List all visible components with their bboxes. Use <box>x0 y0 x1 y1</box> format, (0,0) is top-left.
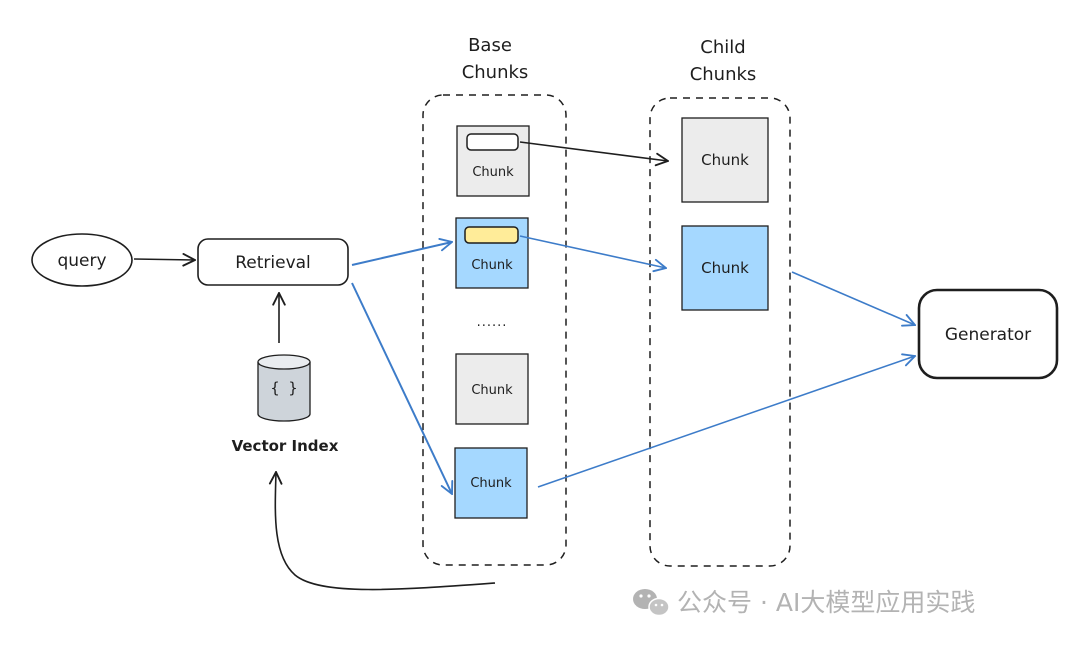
generator-label: Generator <box>945 325 1031 345</box>
chunks-ellipsis: ...... <box>477 315 508 330</box>
arrow-retrieval-to-base-chunk-2 <box>351 242 452 266</box>
base-chunk-3-label: Chunk <box>471 383 513 398</box>
child-chunk-1-label: Chunk <box>701 151 749 169</box>
chunk-segment <box>466 133 519 151</box>
arrow-base-chunk-4-to-generator <box>537 356 915 488</box>
base-chunk-2: Chunk <box>455 217 529 289</box>
retrieval-label: Retrieval <box>235 253 311 273</box>
query-label: query <box>57 251 106 271</box>
child-chunk-2: Chunk <box>681 225 769 311</box>
watermark-text: 公众号 · AI大模型应用实践 <box>677 588 975 617</box>
base-chunks-title-line1: Base <box>468 35 512 56</box>
wechat-icon <box>633 589 670 617</box>
arrow-query-to-retrieval <box>133 259 195 260</box>
retrieval-node: Retrieval <box>197 238 349 286</box>
vector-index-label: Vector Index <box>232 437 339 455</box>
child-chunks-title-line2: Chunks <box>690 64 757 85</box>
query-node: query <box>31 233 133 287</box>
arrow-child-chunk-2-to-generator <box>791 271 915 325</box>
arrow-base-chunk-1-to-child-chunk-1 <box>519 141 668 161</box>
base-chunk-1-label: Chunk <box>472 165 514 180</box>
arrow-feedback-to-vector-index <box>275 472 496 591</box>
braces-icon: { } <box>270 379 297 397</box>
base-chunk-2-label: Chunk <box>471 258 513 273</box>
generator-node: Generator <box>917 288 1059 380</box>
base-chunk-4-label: Chunk <box>470 476 512 491</box>
child-chunks-title-line1: Child <box>700 37 745 58</box>
arrow-retrieval-to-base-chunk-4 <box>351 282 452 494</box>
child-chunks-group <box>649 97 791 567</box>
base-chunk-3: Chunk <box>455 353 529 425</box>
database-icon: { } <box>257 354 311 422</box>
child-chunk-1: Chunk <box>681 117 769 203</box>
arrow-base-chunk-2-to-child-chunk-2 <box>519 235 666 268</box>
base-chunk-4: Chunk <box>454 447 528 519</box>
base-chunk-1: Chunk <box>456 125 530 197</box>
base-chunks-title-line2: Chunks <box>462 62 529 83</box>
child-chunk-2-label: Chunk <box>701 259 749 277</box>
chunk-segment-highlighted <box>464 226 519 244</box>
